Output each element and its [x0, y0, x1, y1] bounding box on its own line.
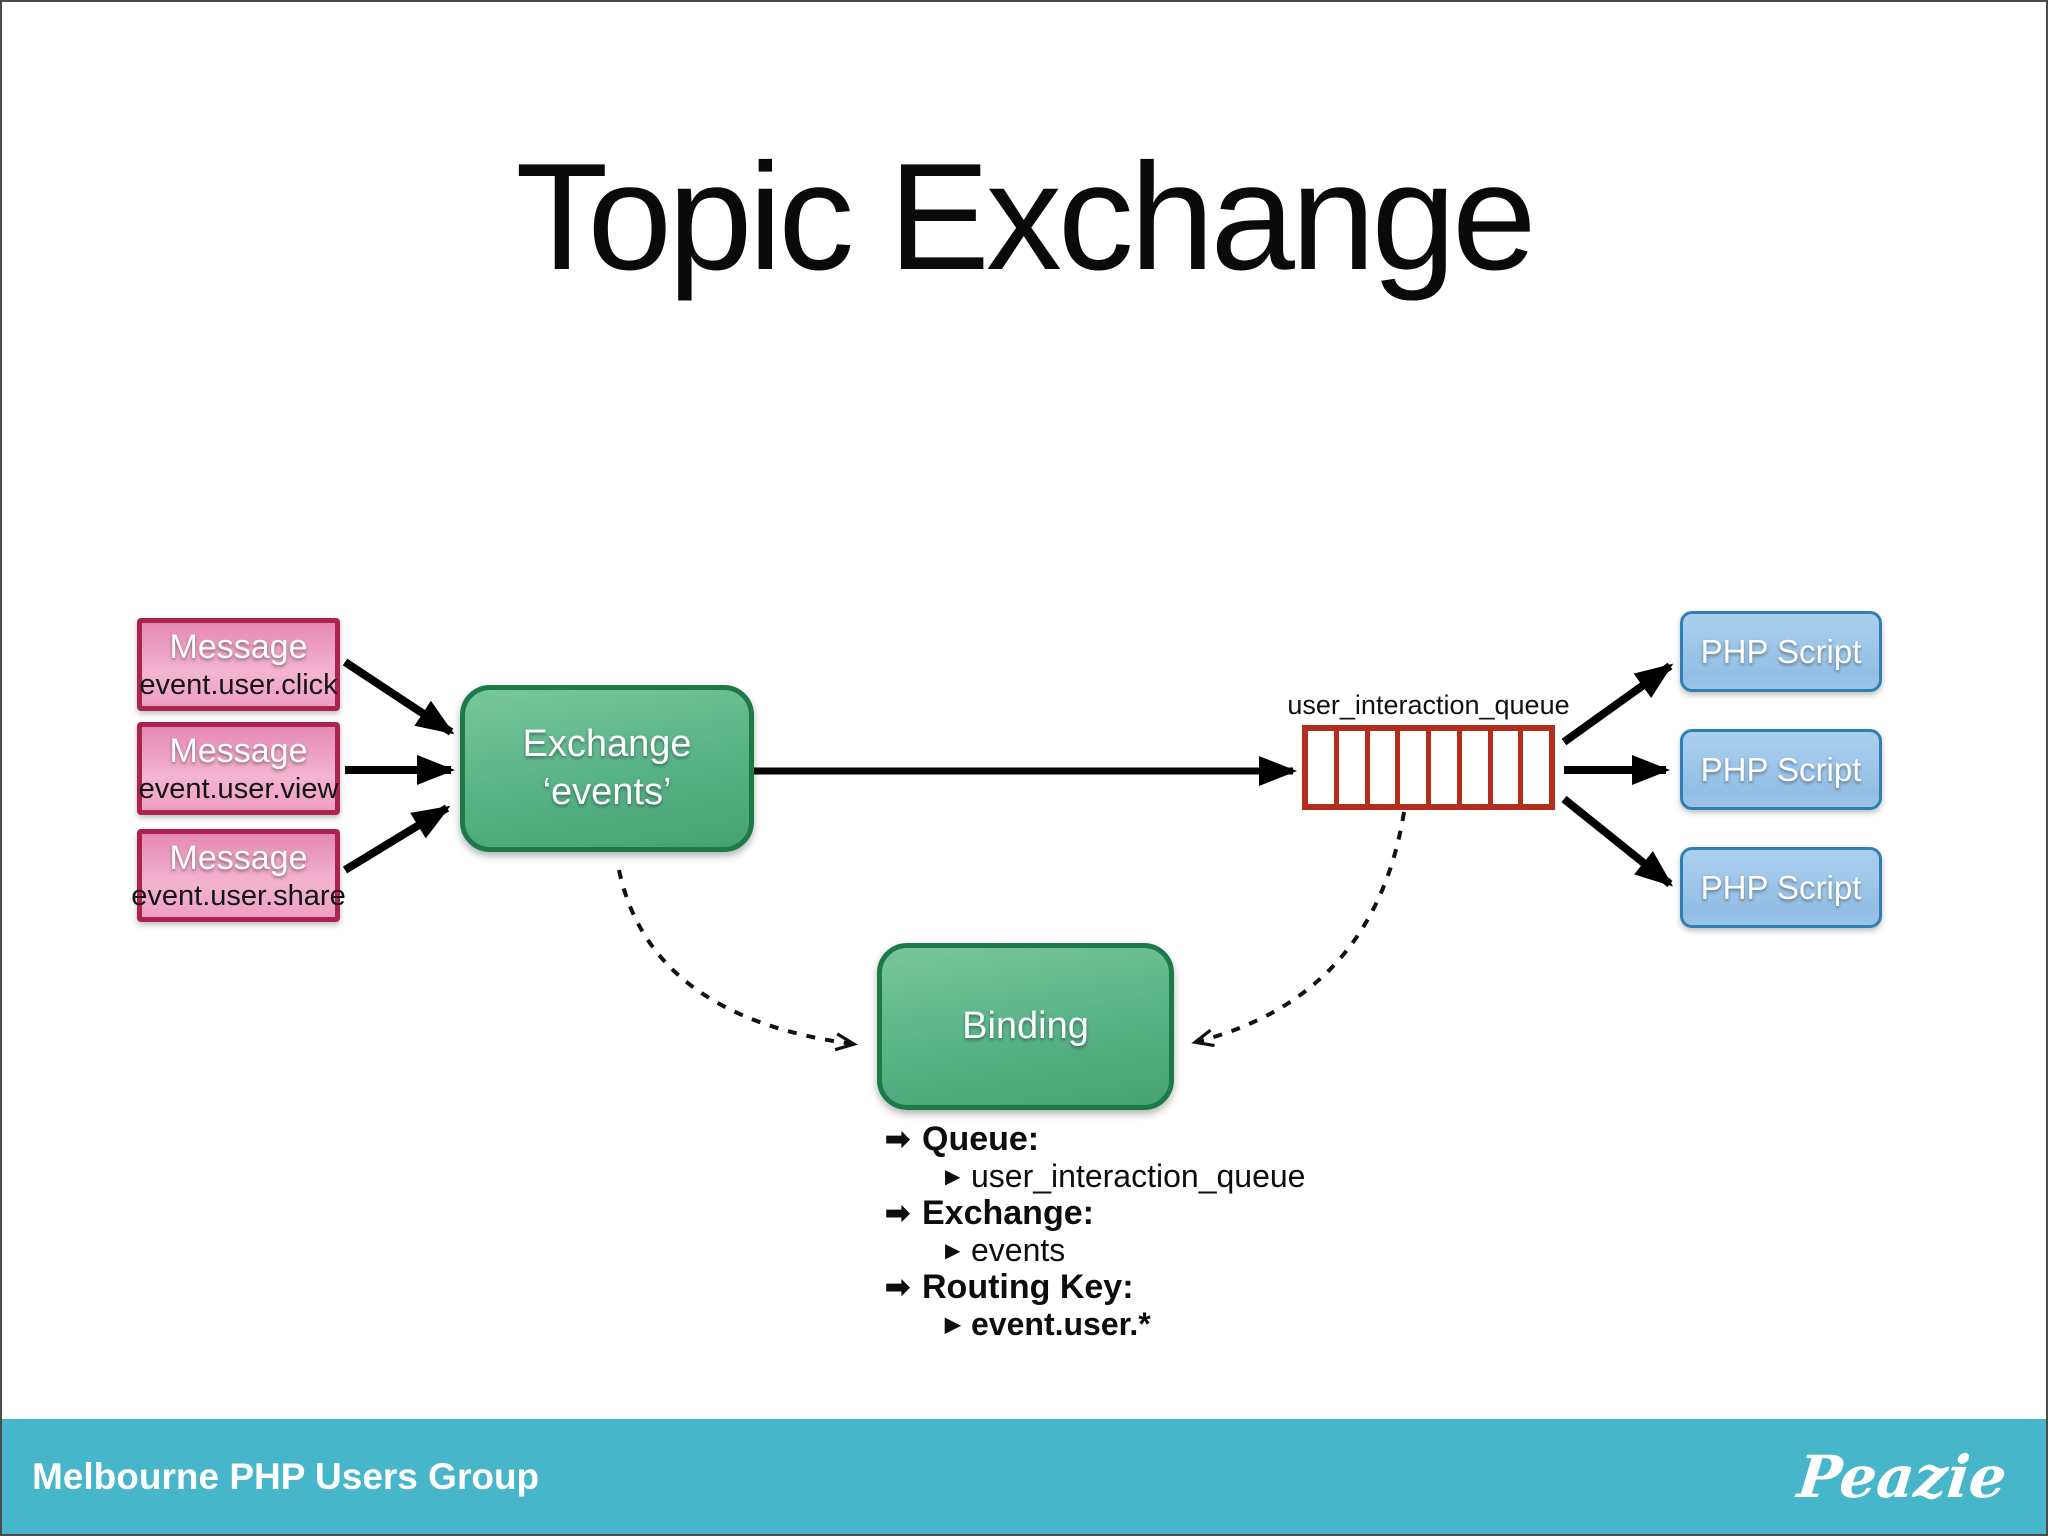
triangle-bullet-icon: ▶	[945, 1239, 961, 1262]
message-box: Message event.user.share	[131, 829, 346, 922]
consumer-box: PHP Script	[1680, 847, 1882, 928]
consumer-box: PHP Script	[1680, 729, 1882, 810]
triangle-bullet-icon: ▶	[945, 1165, 961, 1188]
binding-detail-value-label: user_interaction_queue	[971, 1158, 1306, 1194]
message-title: Message	[169, 838, 308, 877]
message-box: Message event.user.view	[137, 722, 340, 815]
queue-cell	[1462, 731, 1493, 804]
exchange-node: Exchange ‘events’	[460, 685, 754, 852]
consumer-label: PHP Script	[1700, 750, 1862, 788]
message-title: Message	[169, 731, 308, 770]
binding-detail-term: ➡ Routing Key:	[885, 1268, 1305, 1306]
binding-details: ➡ Queue: ▶ user_interaction_queue ➡ Exch…	[885, 1120, 1305, 1343]
message-title: Message	[169, 627, 308, 666]
arrow-bullet-icon: ➡	[885, 1270, 911, 1304]
message-routing-key: event.user.view	[138, 772, 339, 805]
exchange-name: Exchange	[522, 723, 692, 765]
binding-detail-term-label: Queue:	[922, 1120, 1040, 1158]
consumer-box: PHP Script	[1680, 611, 1882, 692]
binding-detail-term: ➡ Exchange:	[885, 1194, 1305, 1232]
message-routing-key: event.user.share	[131, 879, 346, 912]
message-routing-key: event.user.click	[139, 668, 338, 701]
exchange-instance: ‘events’	[542, 770, 672, 813]
queue-cell	[1370, 731, 1401, 804]
arrow-bullet-icon: ➡	[885, 1196, 911, 1230]
binding-detail-term-label: Exchange:	[922, 1194, 1094, 1232]
queue-cell	[1431, 731, 1462, 804]
binding-detail-value-label: events	[971, 1232, 1066, 1268]
consumer-label: PHP Script	[1700, 632, 1862, 670]
binding-node: Binding	[877, 943, 1174, 1110]
footer-group-name: Melbourne PHP Users Group	[32, 1455, 540, 1497]
binding-detail-term-label: Routing Key:	[922, 1268, 1134, 1306]
peazie-logo: Peazie	[1794, 1442, 2010, 1511]
queue-box	[1302, 725, 1555, 810]
queue-cell	[1400, 731, 1431, 804]
binding-detail-term: ➡ Queue:	[885, 1120, 1305, 1158]
queue-cell	[1493, 731, 1524, 804]
binding-detail-value: ▶ user_interaction_queue	[885, 1158, 1305, 1195]
queue-label: user_interaction_queue	[1287, 690, 1570, 720]
queue-cell	[1523, 731, 1549, 804]
binding-label: Binding	[962, 1004, 1089, 1047]
binding-detail-value: ▶ events	[885, 1232, 1305, 1269]
binding-detail-value-label: event.user.*	[971, 1306, 1151, 1342]
page-title: Topic Exchange	[515, 132, 1536, 302]
arrow-bullet-icon: ➡	[885, 1122, 911, 1156]
triangle-bullet-icon: ▶	[945, 1313, 961, 1336]
message-box: Message event.user.click	[137, 618, 340, 711]
footer-bar: Melbourne PHP Users Group Peazie	[2, 1419, 2046, 1534]
queue-cell	[1308, 731, 1339, 804]
consumer-label: PHP Script	[1700, 868, 1862, 906]
queue-cell	[1339, 731, 1370, 804]
binding-detail-value: ▶ event.user.*	[885, 1306, 1305, 1343]
